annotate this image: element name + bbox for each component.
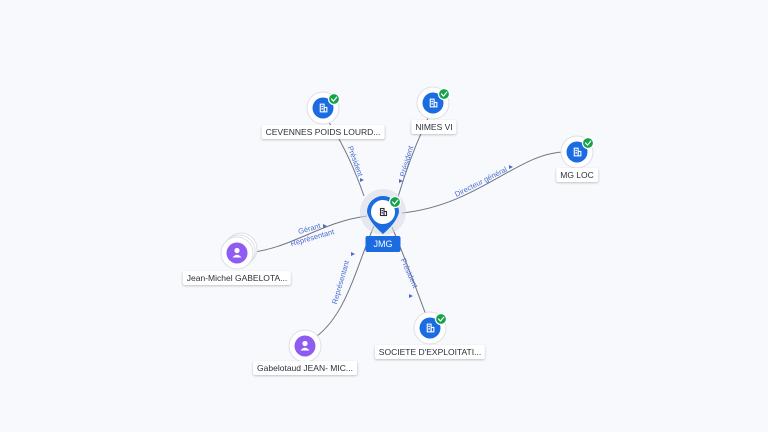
node-label-societe[interactable]: SOCIETE D'EXPLOITATI... (374, 345, 486, 359)
person-icon (232, 247, 242, 258)
node-label-gabelotaud[interactable]: Gabelotaud JEAN- MIC... (253, 361, 357, 375)
edge-line (244, 215, 368, 254)
edge-mgloc: Directeur général (401, 151, 569, 214)
verified-check-icon (581, 136, 595, 150)
edge-line (401, 151, 569, 214)
edge-arrow (509, 165, 513, 169)
verified-check-icon (327, 92, 341, 106)
edge-arrow (409, 294, 413, 298)
edge-arrow (351, 252, 355, 256)
node-label-nimes[interactable]: NIMES VI (411, 120, 457, 134)
edge-arrow (399, 179, 403, 183)
verified-check-icon (437, 87, 451, 101)
center-node[interactable] (360, 189, 406, 235)
edge-line (325, 117, 365, 197)
person-icon (300, 340, 310, 351)
edge-label[interactable]: Directeur général (453, 165, 509, 199)
center-node-label[interactable]: JMG (365, 236, 401, 252)
edge-label[interactable]: Représentant (330, 259, 351, 306)
edge-arrow (323, 224, 327, 228)
edge-label[interactable]: Président (399, 257, 420, 290)
edge-label[interactable]: Président (398, 144, 416, 178)
edge-arrow (360, 178, 364, 182)
node-jeanmichel[interactable] (220, 232, 258, 270)
edge-label[interactable]: Président (346, 145, 366, 179)
building-icon (429, 98, 438, 108)
verified-check-icon (434, 312, 448, 326)
building-icon (379, 207, 388, 217)
node-nimes[interactable] (416, 86, 451, 120)
node-label-cevennes[interactable]: CEVENNES POIDS LOURD... (261, 125, 385, 139)
node-societe[interactable] (413, 311, 448, 345)
building-icon (426, 323, 435, 333)
building-icon (573, 147, 582, 157)
node-label-mgloc[interactable]: MG LOC (556, 168, 598, 182)
building-icon (319, 103, 328, 113)
node-gabelotaud[interactable] (288, 329, 322, 363)
verified-check-icon (388, 195, 402, 209)
edge-line (397, 111, 432, 198)
node-label-jeanmichel[interactable]: Jean-Michel GABELOTA... (182, 271, 292, 285)
node-mgloc[interactable] (560, 135, 595, 169)
node-cevennes[interactable] (306, 91, 341, 125)
